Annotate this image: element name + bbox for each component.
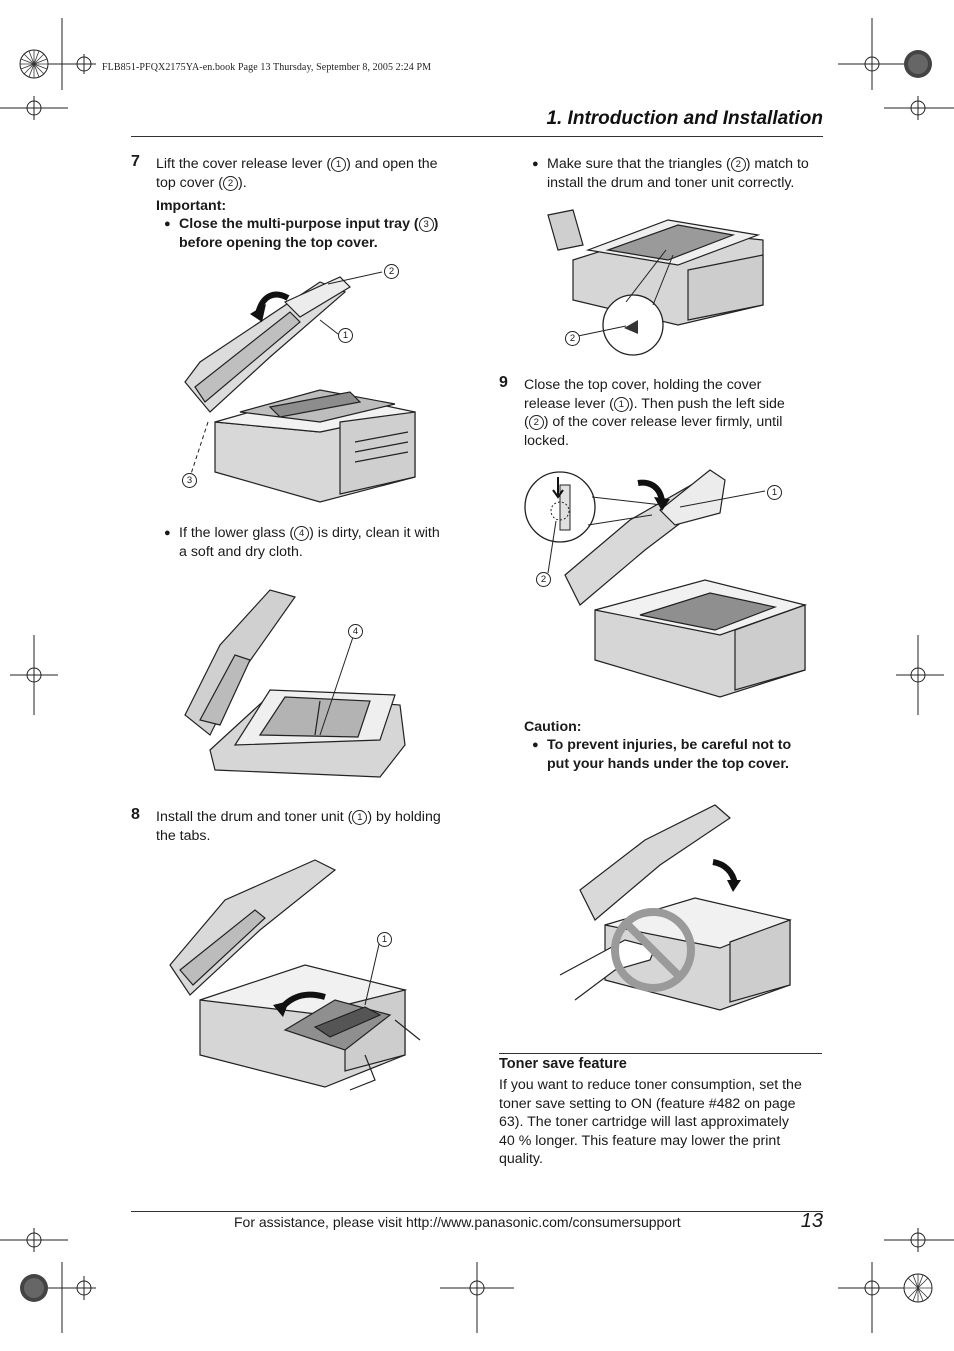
illustration-install-drum-toner <box>169 859 421 1091</box>
figure-callout-1: 1 <box>377 932 392 947</box>
page-number: 13 <box>800 1210 823 1232</box>
bullet-icon: ● <box>532 739 539 751</box>
footer-rule <box>131 1211 823 1212</box>
step-9-number: 9 <box>499 374 508 391</box>
callout-ref-2: 2 <box>528 415 544 430</box>
callout-ref-2: 2 <box>223 175 239 191</box>
important-label: Important: <box>156 198 227 214</box>
figure-callout-1: 1 <box>767 485 782 500</box>
bullet-icon: ● <box>164 218 171 230</box>
illustration-open-top-cover <box>184 271 416 503</box>
figure-callout-2: 2 <box>565 331 580 346</box>
step-8-instruction: Install the drum and toner unit (1) by h… <box>156 809 441 844</box>
callout-ref-3: 3 <box>418 217 434 232</box>
toner-save-rule <box>499 1053 822 1054</box>
important-note: ● Close the multi-purpose input tray (3)… <box>164 216 439 251</box>
toner-save-heading: Toner save feature <box>499 1056 627 1072</box>
step-7-number: 7 <box>131 153 140 170</box>
illustration-triangles-match <box>547 209 764 356</box>
illustration-lower-glass <box>184 589 406 778</box>
toner-save-description: If you want to reduce toner consumption,… <box>499 1077 802 1167</box>
triangles-note: ● Make sure that the triangles (2) match… <box>532 156 809 191</box>
figure-callout-2: 2 <box>536 572 551 587</box>
callout-ref-2: 2 <box>730 157 746 172</box>
bullet-icon: ● <box>532 158 539 170</box>
callout-ref-4: 4 <box>294 526 310 541</box>
print-info: FLB851-PFQX2175YA-en.book Page 13 Thursd… <box>102 62 432 73</box>
header-rule <box>131 136 823 137</box>
step-7-instruction: Lift the cover release lever (1) and ope… <box>156 156 438 191</box>
caution-label: Caution: <box>524 719 582 735</box>
lower-glass-note: ● If the lower glass (4) is dirty, clean… <box>164 525 440 560</box>
footer-assistance: For assistance, please visit http://www.… <box>234 1214 681 1230</box>
figure-callout-4: 4 <box>348 624 363 639</box>
section-title: 1. Introduction and Installation <box>546 108 823 129</box>
step-9-instruction: Close the top cover, holding the cover r… <box>524 377 785 449</box>
callout-ref-1: 1 <box>613 396 629 412</box>
callout-ref-1: 1 <box>352 810 368 825</box>
illustration-close-top-cover <box>524 469 808 698</box>
figure-callout-3: 3 <box>182 473 197 488</box>
figure-callout-2: 2 <box>384 264 399 279</box>
bullet-icon: ● <box>164 527 171 539</box>
step-8-number: 8 <box>131 806 140 823</box>
illustration-caution-hands <box>559 804 792 1011</box>
figure-callout-1: 1 <box>338 328 353 343</box>
caution-note: ● To prevent injuries, be careful not to… <box>532 737 792 772</box>
callout-ref-1: 1 <box>331 157 347 172</box>
